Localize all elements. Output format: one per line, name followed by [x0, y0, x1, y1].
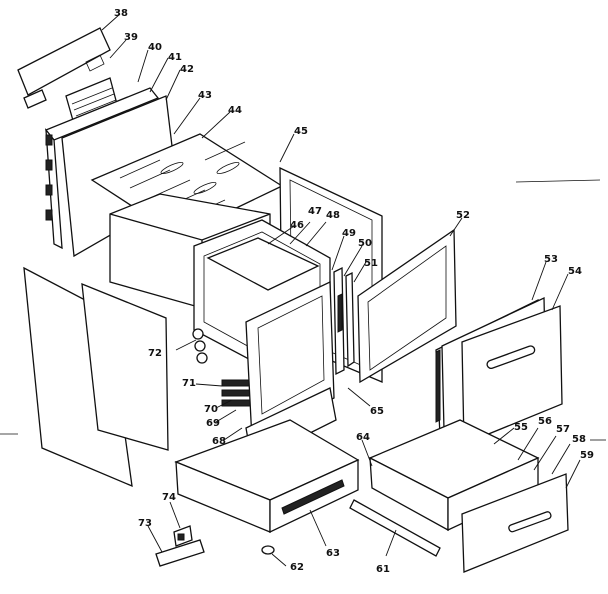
callout-49: 49 — [342, 228, 356, 239]
part-38-back-panel — [17, 27, 111, 109]
part-69-71-burner — [192, 328, 253, 407]
callout-59: 59 — [580, 450, 594, 461]
part-49-51-door-strips — [333, 266, 355, 376]
part-62-leveling-foot — [261, 545, 275, 555]
callout-43: 43 — [198, 90, 212, 101]
callout-labels: 38 39 40 41 42 43 44 45 46 47 48 49 50 5… — [114, 8, 594, 575]
callout-53: 53 — [544, 254, 558, 265]
callout-42: 42 — [180, 64, 194, 75]
callout-50: 50 — [358, 238, 372, 249]
callout-69: 69 — [206, 418, 220, 429]
callout-52: 52 — [456, 210, 470, 221]
callout-71: 71 — [182, 378, 196, 389]
part-54-outer-door — [461, 305, 563, 445]
callout-56: 56 — [538, 416, 552, 427]
callout-46: 46 — [290, 220, 304, 231]
callout-39: 39 — [124, 32, 138, 43]
scan-edge-marks — [0, 179, 606, 441]
callout-38: 38 — [114, 8, 128, 19]
part-63-drawer — [174, 419, 360, 534]
callout-51: 51 — [364, 258, 378, 269]
callout-74: 74 — [162, 492, 176, 503]
callout-64: 64 — [356, 432, 370, 443]
callout-57: 57 — [556, 424, 570, 435]
callout-47: 47 — [308, 206, 322, 217]
callout-72: 72 — [148, 348, 162, 359]
callout-68: 68 — [212, 436, 226, 447]
callout-45: 45 — [294, 126, 308, 137]
leader-lines — [101, 13, 581, 567]
callout-41: 41 — [168, 52, 182, 63]
callout-73: 73 — [138, 518, 152, 529]
part-73-74-brackets — [155, 525, 205, 567]
callout-65: 65 — [370, 406, 384, 417]
part-61-drawer-rail — [349, 499, 441, 557]
part-59-drawer-front — [461, 473, 569, 573]
callout-54: 54 — [568, 266, 582, 277]
callout-58: 58 — [572, 434, 586, 445]
callout-48: 48 — [326, 210, 340, 221]
part-40-41-frame — [44, 87, 160, 250]
callout-61: 61 — [376, 564, 390, 575]
callout-40: 40 — [148, 42, 162, 53]
callout-62: 62 — [290, 562, 304, 573]
part-52-inner-door — [357, 228, 457, 384]
callout-63: 63 — [326, 548, 340, 559]
part-left-side-panel — [23, 266, 169, 488]
callout-55: 55 — [514, 422, 528, 433]
callout-70: 70 — [204, 404, 218, 415]
callout-44: 44 — [228, 105, 242, 116]
